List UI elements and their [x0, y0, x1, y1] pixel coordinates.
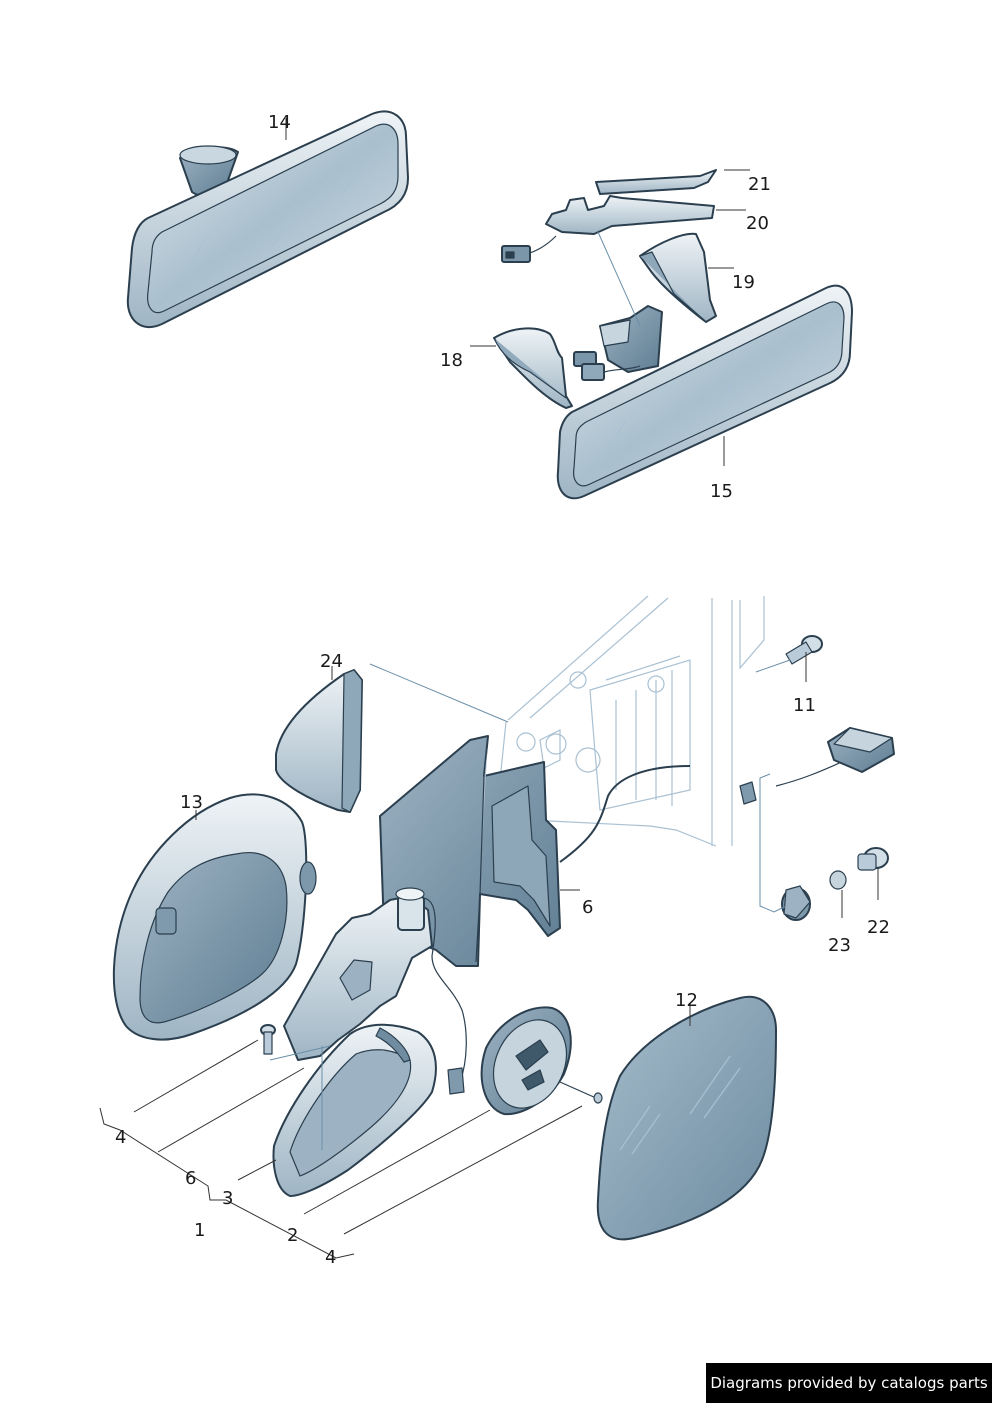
plug-23: [781, 870, 847, 921]
callout-11: 11: [793, 695, 816, 716]
callout-labels: 14 21 20 19 18 15 24 11 13 6 22 23 12 4 …: [115, 112, 890, 1268]
door-frame-ghost: [499, 595, 765, 847]
bolt-11: [785, 635, 823, 665]
motor-2: [480, 1006, 603, 1116]
callout-6-bracket: 6: [185, 1168, 196, 1189]
cover-19: [639, 232, 717, 323]
cover-18: [493, 327, 573, 409]
harness-connector: [739, 727, 895, 805]
callout-24: 24: [320, 651, 343, 672]
interior-mirror-15: [556, 284, 853, 500]
leader-lines: [99, 118, 879, 1259]
mount-base: [599, 305, 663, 373]
callout-14: 14: [268, 112, 291, 133]
mirror-bracket: [283, 887, 467, 1095]
strip-21: [595, 169, 717, 195]
screw-4: [260, 1024, 276, 1055]
credit-banner: Diagrams provided by catalogs parts: [706, 1363, 992, 1403]
callout-1: 1: [194, 1220, 205, 1241]
cover-24: [275, 669, 363, 813]
callout-4-upper: 4: [115, 1127, 126, 1148]
callout-18: 18: [440, 350, 463, 371]
callout-21: 21: [748, 174, 771, 195]
callout-15: 15: [710, 481, 733, 502]
wiring-20: [501, 195, 715, 381]
callout-4-lower: 4: [325, 1247, 336, 1268]
callout-3: 3: [222, 1188, 233, 1209]
interior-mirror-14: [126, 110, 409, 329]
callout-22: 22: [867, 917, 890, 938]
trim-3: [272, 1023, 437, 1197]
mirror-glass-12: [596, 995, 777, 1241]
callout-2: 2: [287, 1225, 298, 1246]
grommet-22: [857, 847, 889, 871]
callout-12: 12: [675, 990, 698, 1011]
mirror-housing-13: [112, 793, 317, 1041]
callout-6-base: 6: [582, 897, 593, 918]
callout-19: 19: [732, 272, 755, 293]
callout-13: 13: [180, 792, 203, 813]
callout-20: 20: [746, 213, 769, 234]
callout-23: 23: [828, 935, 851, 956]
